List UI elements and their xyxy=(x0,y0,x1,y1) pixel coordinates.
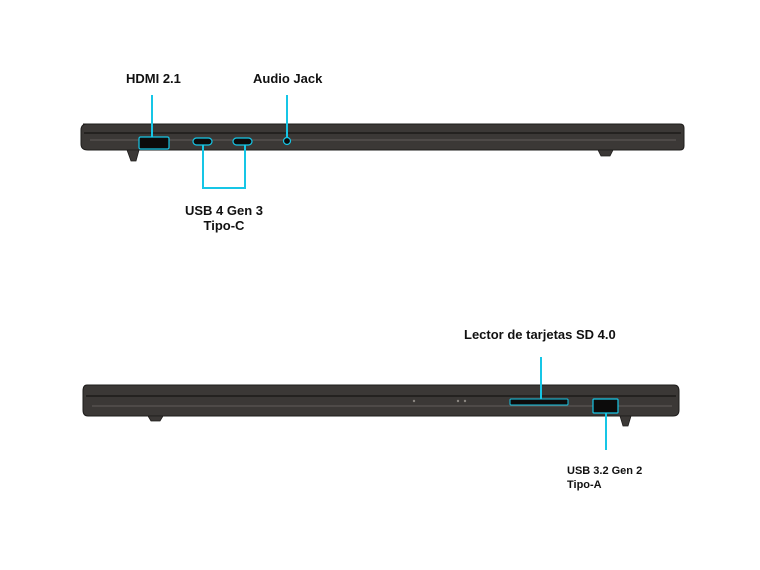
foot-right-front xyxy=(619,415,632,427)
sd-reader-label: Lector de tarjetas SD 4.0 xyxy=(464,327,616,342)
laptop-left-side-view: HDMI 2.1 Audio Jack USB 4 Gen 3 Tipo-C xyxy=(80,71,685,233)
usb-a-label-line1: USB 3.2 Gen 2 xyxy=(567,465,642,477)
status-led-3 xyxy=(463,399,467,403)
usb-c-port-2 xyxy=(232,137,253,146)
laptop-body-right xyxy=(82,384,680,417)
usb-a-label-line2: Tipo-A xyxy=(567,479,602,491)
usb-a-port xyxy=(592,398,619,414)
laptop-right-side-view: Lector de tarjetas SD 4.0 USB 3.2 Gen 2 … xyxy=(82,327,680,491)
usb4-callout-bracket xyxy=(202,145,246,189)
audio-jack-port xyxy=(282,136,292,146)
status-led-2 xyxy=(456,399,460,403)
status-led-1 xyxy=(412,399,416,403)
usb-c-port-1 xyxy=(192,137,213,146)
foot-right-rear xyxy=(147,415,164,422)
foot-left-rear xyxy=(597,149,614,157)
sd-card-slot xyxy=(509,398,569,406)
hdmi-port xyxy=(138,136,170,150)
usb4-label-line1: USB 4 Gen 3 xyxy=(185,203,263,218)
foot-left-front xyxy=(126,149,140,162)
audio-jack-label: Audio Jack xyxy=(253,71,323,86)
usb4-label-line2: Tipo-C xyxy=(204,218,246,233)
hdmi-label: HDMI 2.1 xyxy=(126,71,181,86)
laptop-body-left xyxy=(80,123,685,151)
